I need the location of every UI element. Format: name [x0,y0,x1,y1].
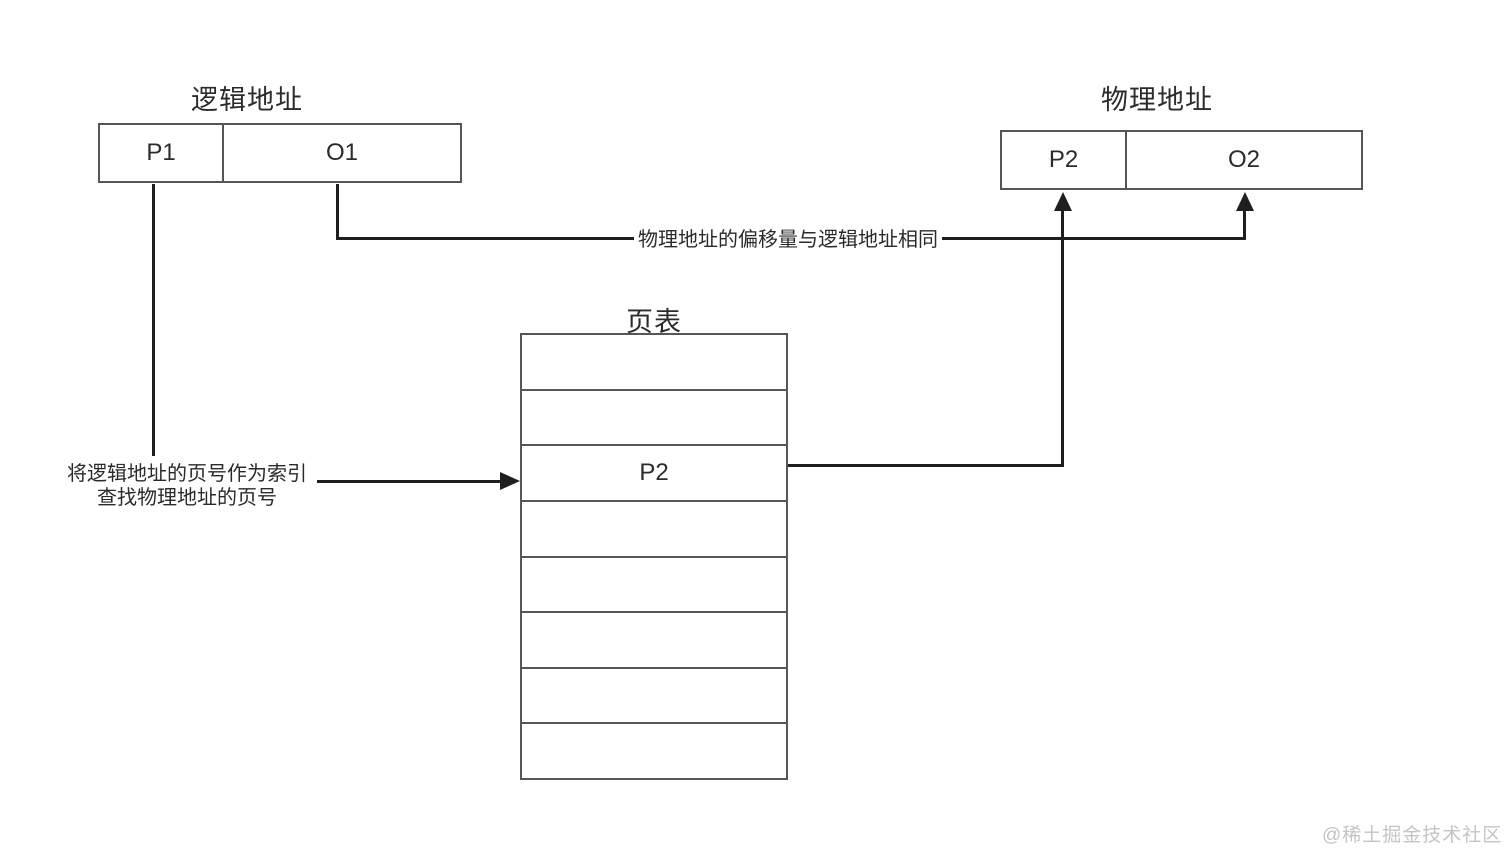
physical-address-box: P2 O2 [1000,130,1363,190]
page-table: P2 [520,333,788,780]
physical-address-title: 物理地址 [1101,85,1213,115]
page-table-row [522,613,786,669]
logical-address-title: 逻辑地址 [191,85,303,115]
watermark: @稀土掘金技术社区 [1322,825,1503,846]
page-table-row [522,502,786,558]
offset-note: 物理地址的偏移量与逻辑地址相同 [634,228,942,252]
line-o2-up [1243,206,1246,240]
physical-address-cell-p2: P2 [1002,132,1127,188]
page-table-row [522,391,786,447]
line-p2-up [1061,206,1064,467]
page-table-title: 页表 [626,307,682,337]
arrowhead-into-o2 [1236,192,1254,211]
page-table-row [522,558,786,614]
logical-address-box: P1 O1 [98,123,462,183]
logical-address-cell-p1: P1 [100,125,224,181]
page-table-row-p2: P2 [522,446,786,502]
line-o1-down [336,184,339,240]
index-note-line2: 查找物理地址的页号 [97,487,277,509]
index-note: 将逻辑地址的页号作为索引 查找物理地址的页号 [57,462,317,510]
line-pagetable-out [788,464,1064,467]
line-index-arrow [310,480,502,483]
physical-address-cell-o2: O2 [1227,146,1260,173]
arrowhead-into-p2 [1054,192,1072,211]
arrowhead-into-pagetable [500,472,520,490]
index-note-line1: 将逻辑地址的页号作为索引 [67,463,307,485]
page-table-row [522,724,786,778]
page-table-row [522,669,786,725]
logical-address-cell-o1: O1 [325,139,358,166]
page-table-row [522,335,786,391]
line-p1-down [152,184,155,456]
